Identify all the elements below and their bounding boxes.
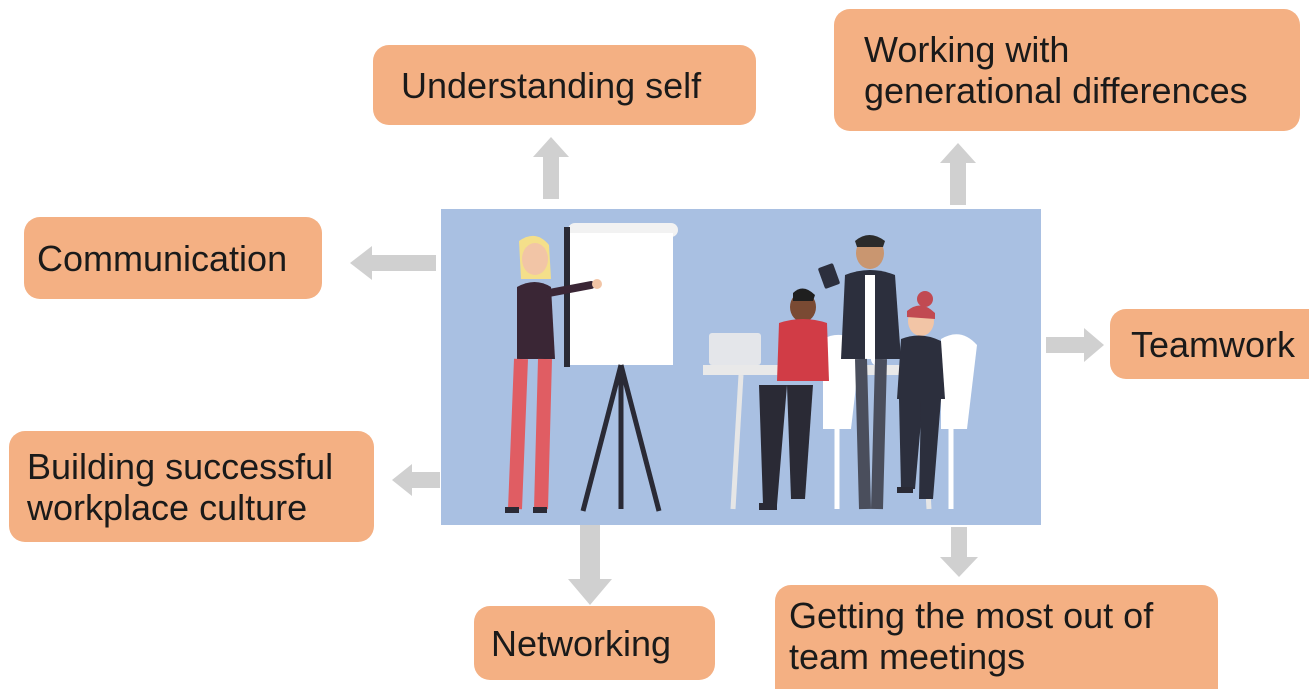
topic-team-meetings: Getting the most out of team meetings: [775, 585, 1218, 689]
topic-networking: Networking: [474, 606, 715, 680]
arrow-up-generational-differences: [940, 143, 976, 205]
arrow-up-understanding-self: [533, 137, 569, 199]
topic-teamwork: Teamwork: [1110, 309, 1309, 379]
chairs-icon: [823, 334, 977, 509]
topic-teamwork-label: Teamwork: [1131, 323, 1296, 365]
arrow-right-teamwork: [1046, 328, 1104, 362]
arrow-left-communication: [350, 246, 436, 280]
meeting-illustration: [441, 209, 1041, 525]
topic-communication-label: Communication: [37, 237, 288, 279]
topic-generational-differences-label: Working with generational differences: [864, 29, 1248, 111]
topic-understanding-self-label: Understanding self: [401, 64, 702, 106]
standing-man-figure-icon: [818, 235, 901, 510]
topic-generational-differences: Working with generational differences: [834, 9, 1300, 131]
arrow-down-networking: [568, 525, 612, 605]
topic-workplace-culture: Building successful workplace culture: [9, 431, 374, 542]
seated-woman-figure-icon: [897, 291, 945, 499]
topic-communication: Communication: [24, 217, 322, 299]
topic-networking-label: Networking: [491, 622, 672, 664]
topic-team-meetings-label: Getting the most out of team meetings: [789, 595, 1154, 677]
flip-chart-icon: [564, 223, 678, 512]
topic-workplace-culture-label: Building successful workplace culture: [27, 445, 334, 528]
presenter-figure-icon: [505, 235, 602, 513]
topic-understanding-self: Understanding self: [373, 45, 756, 125]
arrow-left-workplace-culture: [392, 464, 440, 496]
arrow-down-team-meetings: [940, 527, 978, 577]
seated-man-figure-icon: [759, 288, 829, 510]
